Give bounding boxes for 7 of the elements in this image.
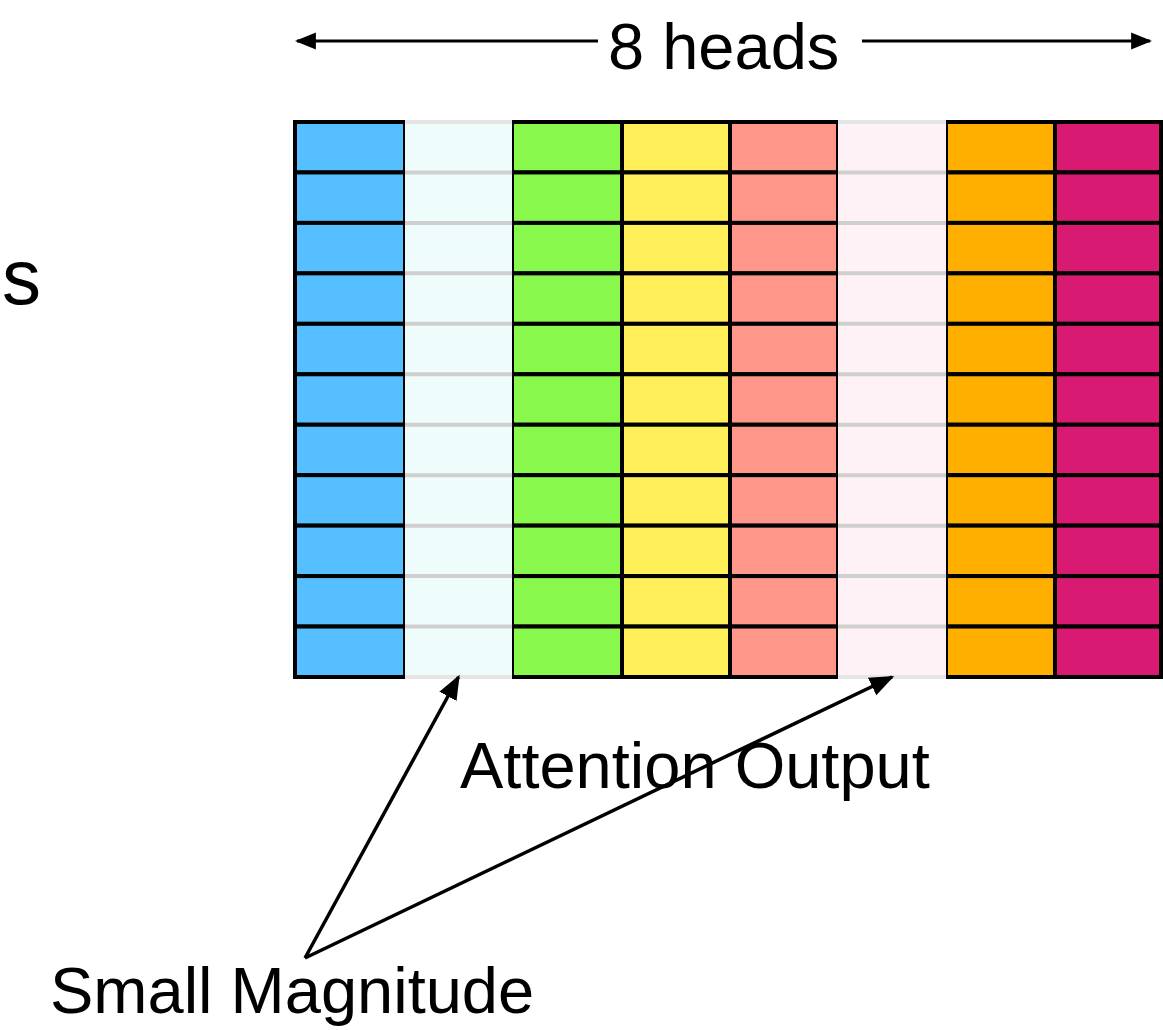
faint-head-column [405,122,512,677]
faint-head-column [838,122,946,677]
callout-text: Small Magnitude [50,958,550,1026]
dimension-label: 8 heads [608,14,840,79]
partial-text: s [2,238,41,316]
leader-arrow [303,674,461,959]
leader-arrow [304,675,895,960]
